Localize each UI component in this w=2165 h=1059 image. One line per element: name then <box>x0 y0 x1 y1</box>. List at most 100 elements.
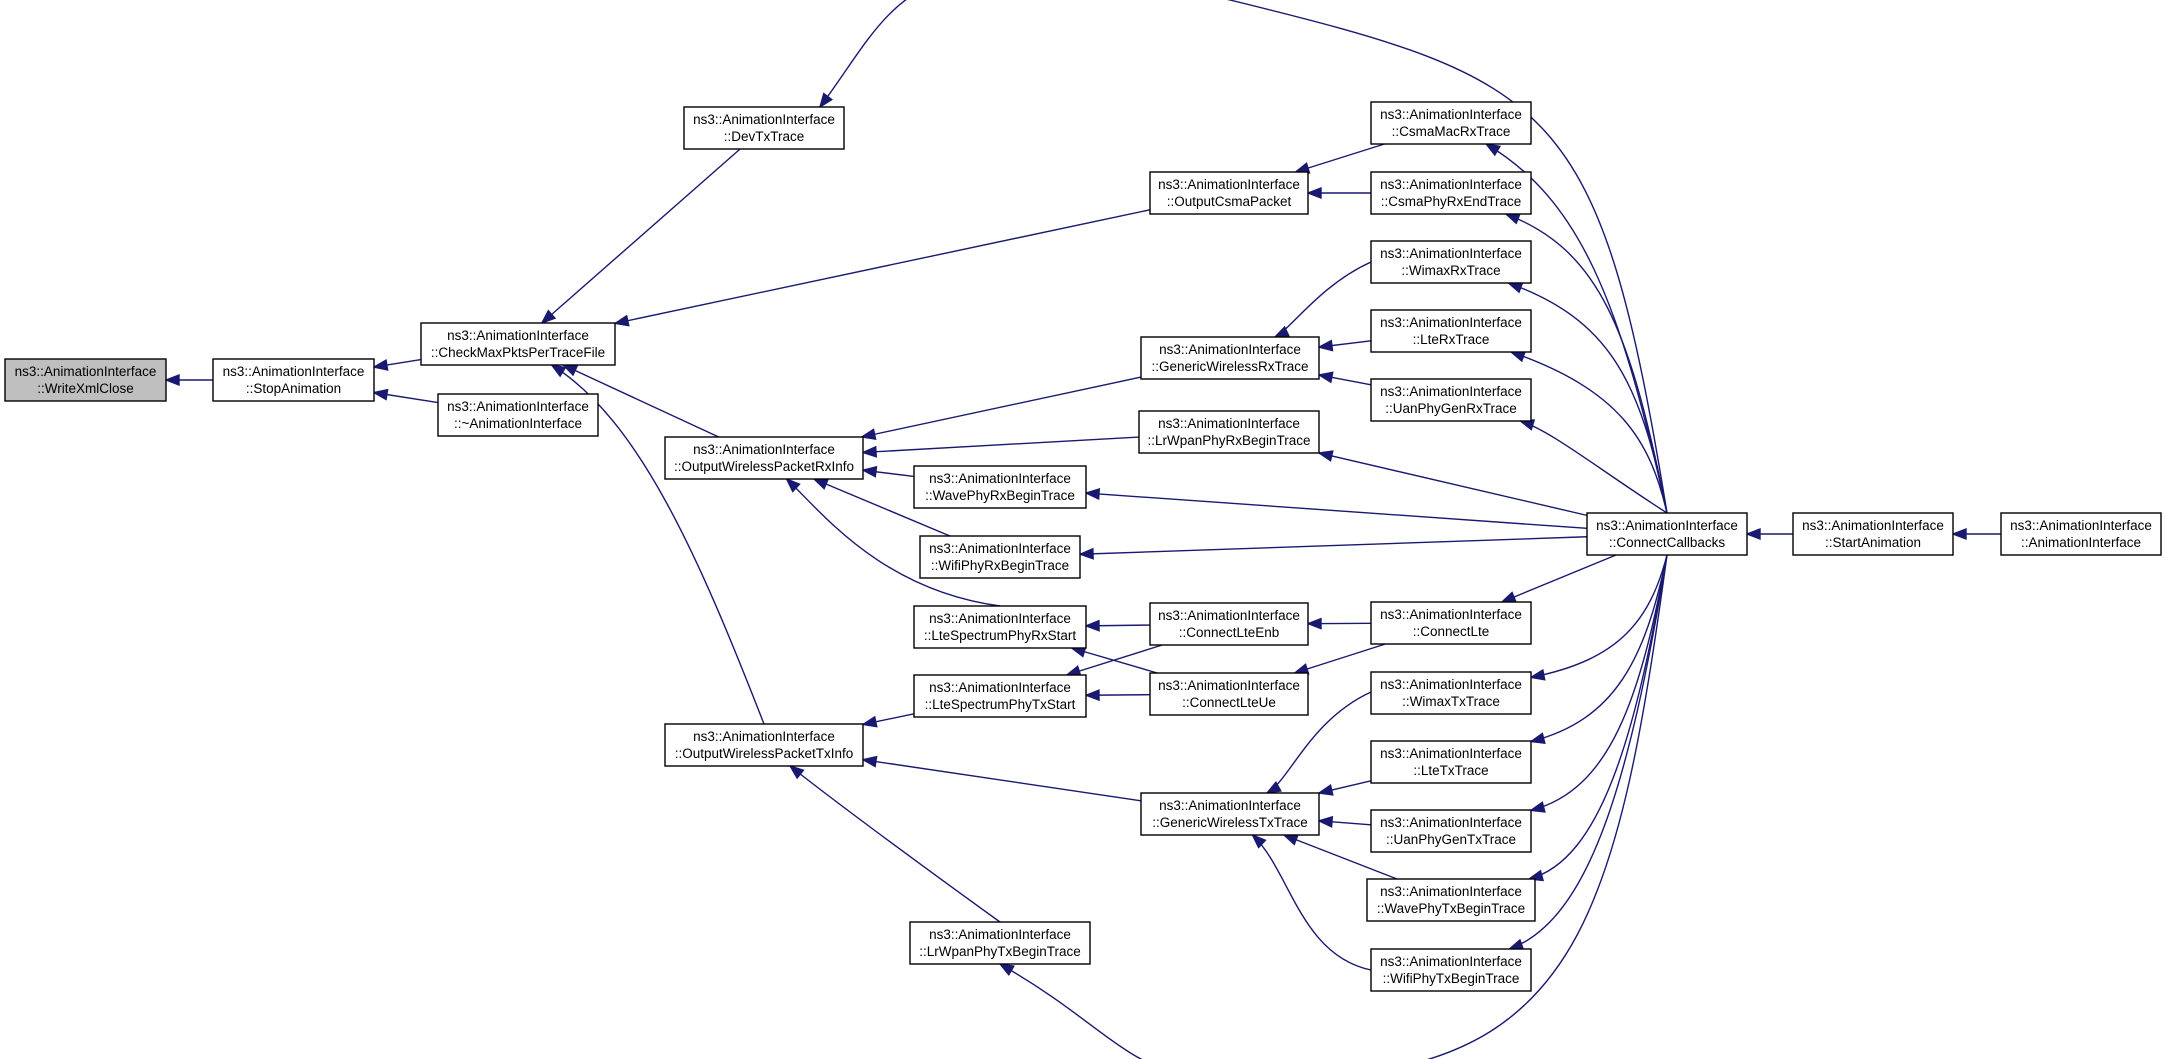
node-box <box>2000 512 2162 556</box>
edge-genericrx-to-outputwirelessrx <box>859 376 1142 441</box>
edge-connectcallbacks-to-wimaxrx <box>1506 282 1668 514</box>
edge-arrowhead <box>372 388 389 401</box>
edge-connectcallbacks-to-uantx <box>1529 554 1668 813</box>
node-label-class: ns3::AnimationInterface <box>1159 798 1301 813</box>
node-label-method: ::LteRxTrace <box>1413 332 1490 347</box>
node-label-method: ::UanPhyGenTxTrace <box>1386 832 1516 847</box>
node-outputwirelesstx[interactable]: ns3::AnimationInterface::OutputWirelessP… <box>664 723 864 767</box>
node-label-class: ns3::AnimationInterface <box>929 541 1071 556</box>
node-box <box>1149 672 1309 716</box>
node-generictx[interactable]: ns3::AnimationInterface::GenericWireless… <box>1140 792 1320 836</box>
edge-connectlte-to-connectlteenb <box>1306 617 1372 630</box>
node-label-method: ::GenericWirelessRxTrace <box>1151 359 1308 374</box>
graph-edges <box>164 0 2001 1059</box>
node-genericrx[interactable]: ns3::AnimationInterface::GenericWireless… <box>1140 336 1320 380</box>
node-label-method: ::WavePhyRxBeginTrace <box>925 488 1075 503</box>
node-box <box>1370 309 1532 353</box>
node-label-class: ns3::AnimationInterface <box>1380 677 1522 692</box>
node-label-method: ::CheckMaxPktsPerTraceFile <box>431 345 605 360</box>
edge-connectcallbacks-to-wavetx <box>1527 554 1668 882</box>
node-wimaxtx[interactable]: ns3::AnimationInterface::WimaxTxTrace <box>1370 671 1532 715</box>
edge-arrowhead <box>1317 371 1334 384</box>
node-label-method: ::ConnectLteUe <box>1182 695 1276 710</box>
node-destructor[interactable]: ns3::AnimationInterface::~AnimationInter… <box>437 393 599 437</box>
edge-line <box>1509 554 1668 950</box>
node-wimaxrx[interactable]: ns3::AnimationInterface::WimaxRxTrace <box>1370 240 1532 284</box>
edge-connectlte-to-connectlteue <box>1292 643 1386 675</box>
node-devtxtrace[interactable]: ns3::AnimationInterface::DevTxTrace <box>683 106 845 150</box>
node-ltespecrx[interactable]: ns3::AnimationInterface::LteSpectrumPhyR… <box>913 605 1087 649</box>
node-csmaphyrxend[interactable]: ns3::AnimationInterface::CsmaPhyRxEndTra… <box>1370 171 1532 215</box>
node-startanimation[interactable]: ns3::AnimationInterface::StartAnimation <box>1792 512 1954 556</box>
node-wavetx[interactable]: ns3::AnimationInterface::WavePhyTxBeginT… <box>1366 878 1536 922</box>
node-box <box>913 465 1087 509</box>
edge-line <box>1530 554 1668 679</box>
node-connectlteenb[interactable]: ns3::AnimationInterface::ConnectLteEnb <box>1149 602 1309 646</box>
node-label-class: ns3::AnimationInterface <box>15 364 157 379</box>
node-box <box>1792 512 1954 556</box>
edge-line <box>1085 492 1588 530</box>
node-connectlte[interactable]: ns3::AnimationInterface::ConnectLte <box>1370 601 1532 645</box>
edge-arrowhead <box>1251 833 1267 849</box>
node-box <box>1370 378 1532 422</box>
edge-connectcallbacks-to-csmamacrx <box>1484 143 1668 514</box>
node-uantx[interactable]: ns3::AnimationInterface::UanPhyGenTxTrac… <box>1370 809 1532 853</box>
edge-line <box>614 209 1151 325</box>
node-lterx[interactable]: ns3::AnimationInterface::LteRxTrace <box>1370 309 1532 353</box>
edge-destructor-to-stopanimation <box>372 388 439 404</box>
node-outputcsma[interactable]: ns3::AnimationInterface::OutputCsmaPacke… <box>1149 171 1309 215</box>
node-label-class: ns3::AnimationInterface <box>929 611 1071 626</box>
node-box <box>1140 792 1320 836</box>
node-box <box>437 393 599 437</box>
node-ltetx[interactable]: ns3::AnimationInterface::LteTxTrace <box>1370 740 1532 784</box>
edge-wimaxrx-to-genericrx <box>1273 261 1372 338</box>
edge-connectcallbacks-to-ltetx <box>1529 554 1668 744</box>
node-box <box>913 605 1087 649</box>
node-lrwpanrx[interactable]: ns3::AnimationInterface::LrWpanPhyRxBegi… <box>1138 410 1320 454</box>
node-label-class: ns3::AnimationInterface <box>1380 746 1522 761</box>
edge-arrowhead <box>550 363 567 378</box>
edge-arrowhead <box>1745 527 1761 541</box>
node-label-method: ::OutputWirelessPacketTxInfo <box>675 746 854 761</box>
node-label-method: ::WimaxTxTrace <box>1402 694 1500 709</box>
node-label-class: ns3::AnimationInterface <box>1596 518 1738 533</box>
node-box <box>1586 512 1748 556</box>
node-label-class: ns3::AnimationInterface <box>1380 815 1522 830</box>
node-label-method: ::LrWpanPhyRxBeginTrace <box>1147 433 1310 448</box>
node-outputwirelessrx[interactable]: ns3::AnimationInterface::OutputWirelessP… <box>664 436 864 480</box>
edge-line <box>861 376 1142 438</box>
node-label-method: ::StartAnimation <box>1825 535 1921 550</box>
node-connectlteue[interactable]: ns3::AnimationInterface::ConnectLteUe <box>1149 672 1309 716</box>
node-connectcallbacks[interactable]: ns3::AnimationInterface::ConnectCallback… <box>1586 512 1748 556</box>
node-csmamacrx[interactable]: ns3::AnimationInterface::CsmaMacRxTrace <box>1370 101 1532 145</box>
node-box <box>1370 809 1532 853</box>
edge-checkmaxpkts-to-stopanimation <box>372 358 422 371</box>
node-lrwpantx[interactable]: ns3::AnimationInterface::LrWpanPhyTxBegi… <box>909 921 1091 965</box>
node-wifitx[interactable]: ns3::AnimationInterface::WifiPhyTxBeginT… <box>1370 948 1532 992</box>
node-uanrx[interactable]: ns3::AnimationInterface::UanPhyGenRxTrac… <box>1370 378 1532 422</box>
node-box <box>664 436 864 480</box>
edge-arrowhead <box>540 309 557 325</box>
node-constructor[interactable]: ns3::AnimationInterface::AnimationInterf… <box>2000 512 2162 556</box>
edge-arrowhead <box>1084 689 1100 702</box>
node-ltespectx[interactable]: ns3::AnimationInterface::LteSpectrumPhyT… <box>913 674 1087 718</box>
edge-line <box>862 758 1142 802</box>
edge-outputwirelesstx-to-checkmaxpkts <box>550 363 765 725</box>
edge-line <box>1252 834 1372 971</box>
node-label-class: ns3::AnimationInterface <box>1159 342 1301 357</box>
node-label-class: ns3::AnimationInterface <box>1158 177 1300 192</box>
edge-csmamacrx-to-outputcsma <box>1293 143 1385 174</box>
edge-arrowhead <box>1084 488 1101 501</box>
node-box <box>4 358 167 402</box>
edge-connectlteenb-to-ltespecrx <box>1084 619 1151 632</box>
node-wifirx[interactable]: ns3::AnimationInterface::WifiPhyRxBeginT… <box>919 535 1081 579</box>
edge-generictx-to-outputwirelesstx <box>861 755 1142 802</box>
node-stopanimation[interactable]: ns3::AnimationInterface::StopAnimation <box>212 358 375 402</box>
edge-connectcallbacks-to-waverx <box>1084 488 1588 530</box>
edge-line <box>1295 143 1385 173</box>
edge-arrowhead <box>1282 834 1299 846</box>
node-checkmaxpkts[interactable]: ns3::AnimationInterface::CheckMaxPktsPer… <box>420 322 616 366</box>
node-label-class: ns3::AnimationInterface <box>929 927 1071 942</box>
node-writexmlclose[interactable]: ns3::AnimationInterface::WriteXmlClose <box>4 358 167 402</box>
node-waverx[interactable]: ns3::AnimationInterface::WavePhyRxBeginT… <box>913 465 1087 509</box>
